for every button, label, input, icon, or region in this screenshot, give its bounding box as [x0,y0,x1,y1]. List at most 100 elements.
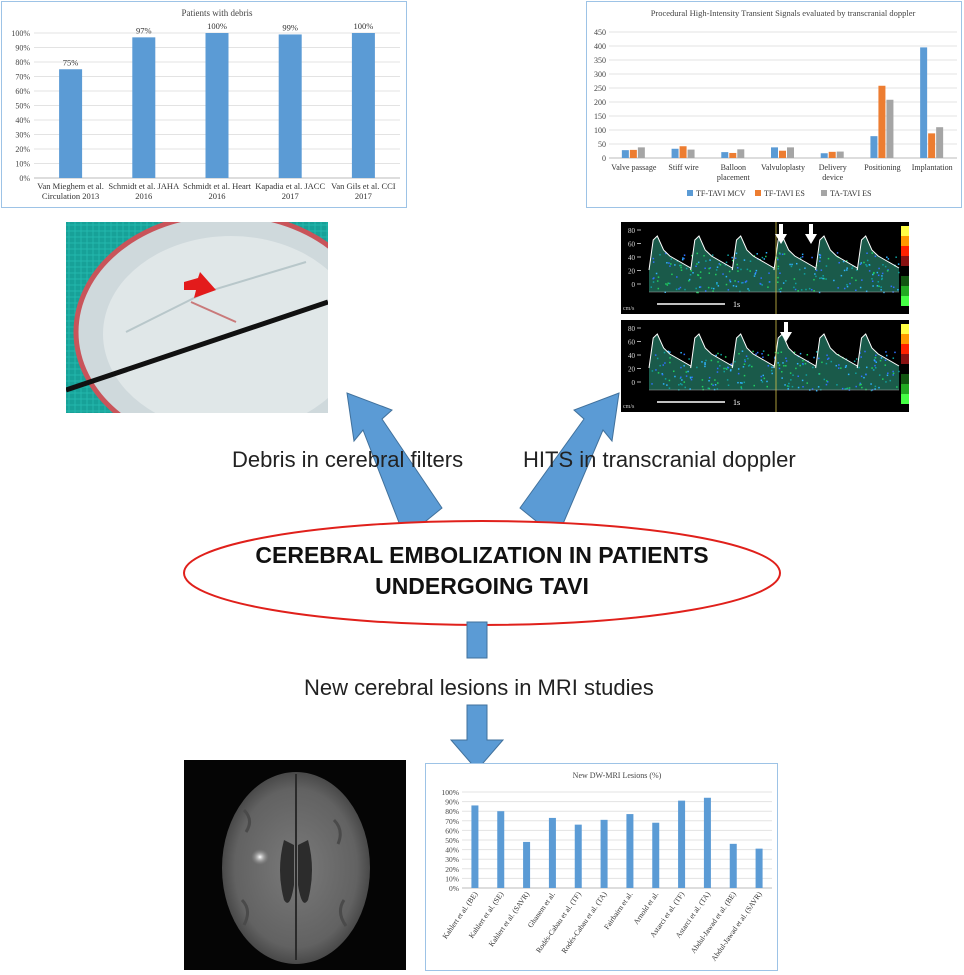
doppler-speckle [802,386,804,388]
doppler-speckle [845,366,847,368]
doppler-speckle [869,270,871,272]
doppler-speckle [658,372,660,374]
doppler-speckle [738,353,740,355]
doppler-colorbar [901,286,909,296]
doppler-speckle [662,374,664,376]
doppler-speckle [898,371,900,373]
doppler-speckle [842,388,844,390]
doppler-speckle [733,285,735,287]
doppler-speckle [751,366,753,368]
brain-mri-illustration [184,760,406,970]
category-label: Implantation [912,163,953,172]
doppler-speckle [792,374,794,376]
category-label: Stiff wire [668,163,699,172]
doppler-speckle [766,381,768,383]
doppler-speckle [855,280,857,282]
doppler-speckle [766,386,768,388]
doppler-speckle [762,381,764,383]
doppler-speckle [894,352,896,354]
doppler-speckle [744,382,746,384]
doppler-speckle [843,261,845,263]
doppler-speckle [667,284,669,286]
center-title-line1: CEREBRAL EMBOLIZATION IN PATIENTS [212,540,752,571]
doppler-speckle [848,374,850,376]
doppler-speckle [715,274,717,276]
doppler-speckle [812,367,814,369]
doppler-speckle [846,267,848,269]
doppler-speckle [886,256,888,258]
doppler-speckle [657,280,659,282]
doppler-speckle [771,367,773,369]
doppler-speckle [806,382,808,384]
doppler-speckle [704,364,706,366]
doppler-speckle [788,386,790,388]
doppler-speckle [828,258,830,260]
y-tick-label: 50% [15,102,30,111]
doppler-speckle [709,272,711,274]
doppler-speckle [731,257,733,259]
doppler-speckle [875,256,877,258]
doppler-speckle [860,287,862,289]
doppler-speckle [860,356,862,358]
doppler-tick-label: 80 [628,227,636,235]
doppler-speckle [781,351,783,353]
category-label: Schmidt et al. Heart [183,181,252,191]
doppler-speckle [737,382,739,384]
category-label: Valvuloplasty [761,163,805,172]
category-label: device [822,173,843,182]
doppler-speckle [802,360,804,362]
doppler-speckle [748,290,750,292]
doppler-speckle [804,267,806,269]
y-tick-label: 250 [594,84,606,93]
doppler-speckle [653,281,655,283]
doppler-speckle [813,357,815,359]
doppler-speckle [819,373,821,375]
bar [672,149,679,158]
center-title: CEREBRAL EMBOLIZATION IN PATIENTS UNDERG… [212,540,752,602]
doppler-speckle [805,363,807,365]
doppler-speckle [822,275,824,277]
doppler-speckle [673,371,675,373]
doppler-speckle [671,258,673,260]
doppler-speckle [728,289,730,291]
doppler-speckle [760,277,762,279]
doppler-speckle [802,380,804,382]
bar [870,136,877,158]
label-mri: New cerebral lesions in MRI studies [304,675,654,701]
doppler-colorbar [901,354,909,364]
y-tick-label: 10% [15,160,30,169]
doppler-speckle [746,280,748,282]
y-tick-label: 60% [15,87,30,96]
doppler-speckle [795,283,797,285]
doppler-speckle [768,272,770,274]
doppler-speckle [854,361,856,363]
doppler-speckle [800,257,802,259]
doppler-speckle [681,379,683,381]
doppler-speckle [722,273,724,275]
doppler-speckle [678,384,680,386]
doppler-speckle [881,357,883,359]
doppler-speckle [669,351,671,353]
doppler-speckle [702,386,704,388]
doppler-speckle [692,272,694,274]
doppler-speckle [821,269,823,271]
doppler-speckle [836,365,838,367]
time-scale-label: 1s [733,300,740,309]
doppler-trace-2: 8060402001scm/s [621,320,909,412]
doppler-speckle [792,386,794,388]
doppler-speckle [765,256,767,258]
y-tick-label: 50 [598,140,606,149]
bar [680,146,687,158]
doppler-speckle [684,254,686,256]
doppler-speckle [720,354,722,356]
doppler-speckle [688,358,690,360]
doppler-speckle [782,362,784,364]
doppler-speckle [756,253,758,254]
bar [821,153,828,158]
doppler-speckle [674,264,676,266]
debris-bar-chart: Patients with debris0%10%20%30%40%50%60%… [2,2,406,207]
y-tick-label: 30% [445,855,459,864]
doppler-speckle [681,384,683,386]
bar [721,152,728,158]
doppler-speckle [826,355,828,357]
